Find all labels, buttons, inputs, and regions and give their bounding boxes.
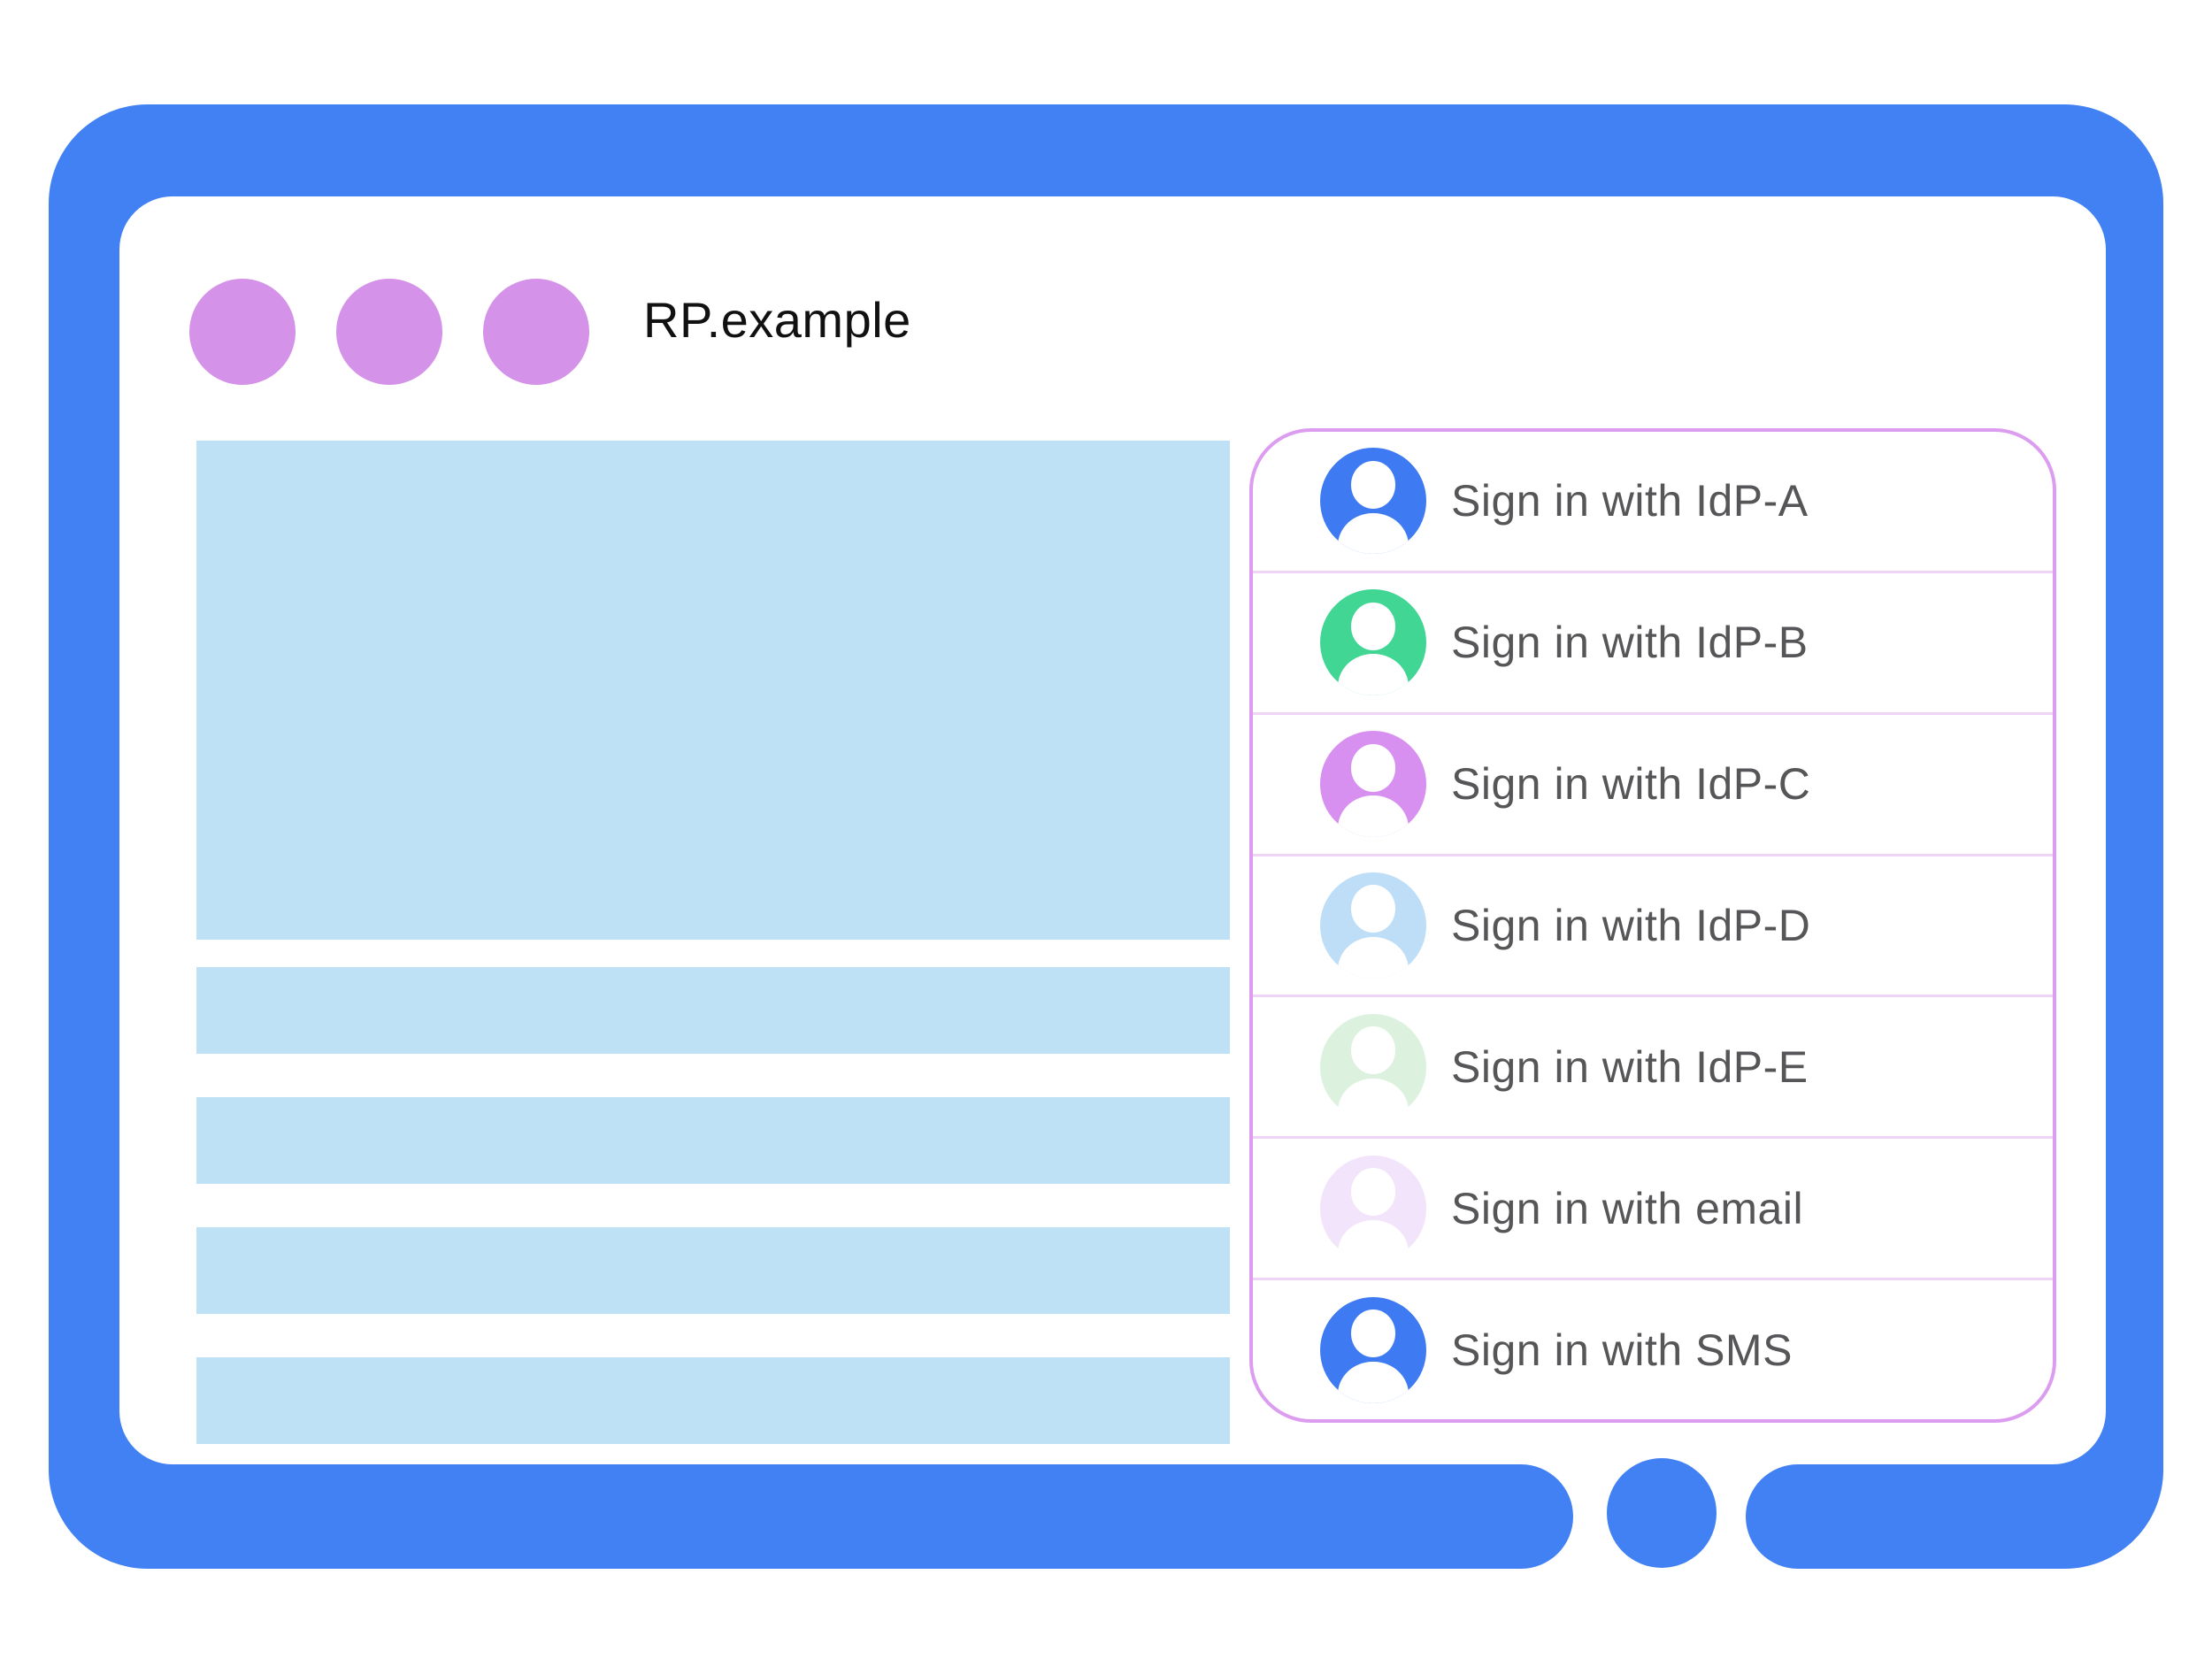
text-placeholder-bar [196, 1097, 1230, 1184]
frame-bottom-bar-left-cap [1380, 1464, 1573, 1569]
person-avatar-icon [1320, 589, 1426, 696]
person-avatar-icon [1320, 1155, 1426, 1262]
text-placeholder-bar [196, 967, 1230, 1054]
signin-label: Sign in with IdP-E [1451, 1041, 1809, 1092]
hero-content-placeholder [196, 441, 1230, 940]
home-button[interactable] [1607, 1458, 1717, 1568]
page-title: RP.example [643, 292, 911, 348]
signin-row[interactable]: Sign in with IdP-C [1253, 711, 2053, 854]
person-avatar-icon [1320, 731, 1426, 838]
signin-panel: Sign in with IdP-A Sign in with IdP-B Si… [1249, 428, 2056, 1423]
signin-row[interactable]: Sign in with IdP-D [1253, 853, 2053, 995]
signin-label: Sign in with SMS [1451, 1325, 1793, 1375]
window-control-dot-icon[interactable] [189, 279, 296, 385]
signin-label: Sign in with email [1451, 1183, 1804, 1233]
signin-row[interactable]: Sign in with SMS [1253, 1278, 2053, 1419]
person-avatar-icon [1320, 872, 1426, 979]
signin-row[interactable]: Sign in with IdP-E [1253, 995, 2053, 1136]
signin-label: Sign in with IdP-C [1451, 759, 1811, 810]
frame-bottom-bar-right-cap [1746, 1464, 1939, 1569]
signin-row[interactable]: Sign in with IdP-A [1253, 432, 2053, 571]
person-avatar-icon [1320, 1296, 1426, 1403]
window-control-dot-icon[interactable] [336, 279, 442, 385]
signin-label: Sign in with IdP-A [1451, 476, 1809, 526]
signin-row[interactable]: Sign in with email [1253, 1136, 2053, 1278]
text-placeholder-bar [196, 1357, 1230, 1444]
signin-label: Sign in with IdP-D [1451, 901, 1811, 950]
person-avatar-icon [1320, 1013, 1426, 1120]
person-avatar-icon [1320, 448, 1426, 555]
window-control-dot-icon[interactable] [483, 279, 589, 385]
text-placeholder-bar [196, 1227, 1230, 1314]
signin-label: Sign in with IdP-B [1451, 618, 1809, 668]
signin-row[interactable]: Sign in with IdP-B [1253, 570, 2053, 712]
window-controls [189, 279, 589, 385]
